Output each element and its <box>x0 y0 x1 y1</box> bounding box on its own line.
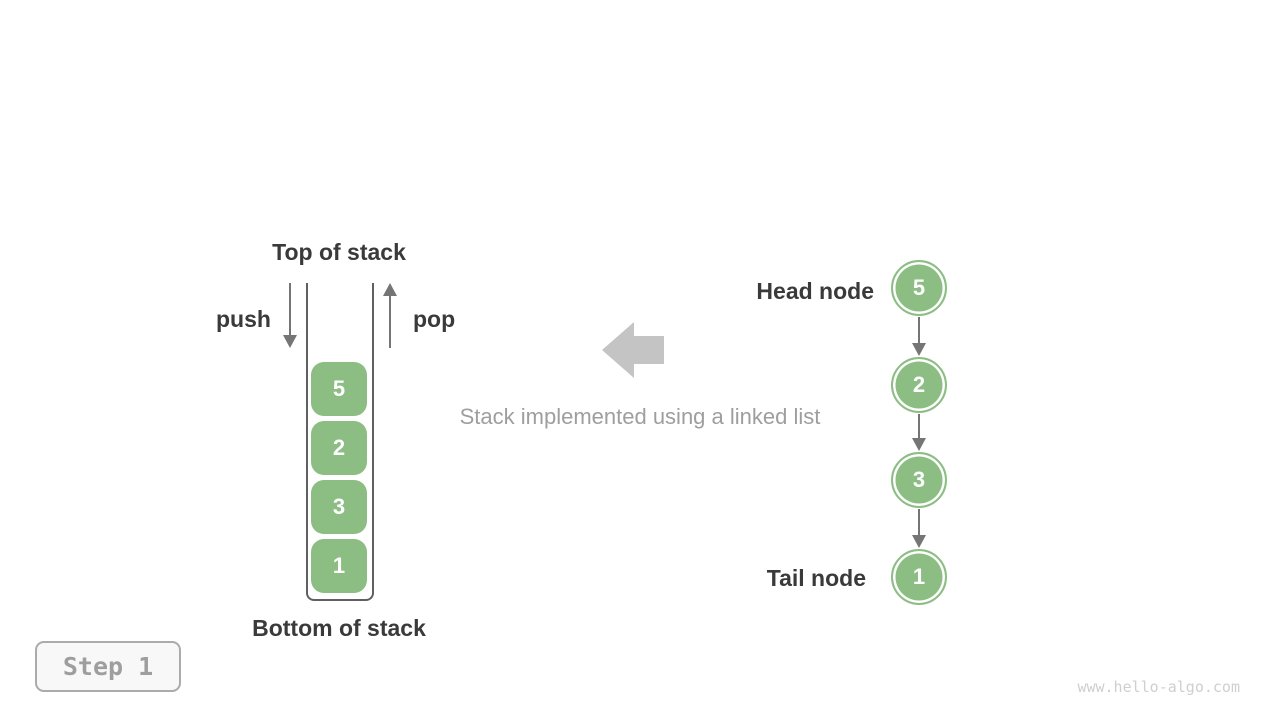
stack-item: 5 <box>311 362 367 416</box>
pop-arrow-shaft <box>389 294 391 348</box>
node-link-arrow-icon <box>912 414 926 451</box>
push-arrow-shaft <box>289 283 291 337</box>
linked-list-node: 1 <box>891 549 947 605</box>
linked-list-node: 3 <box>891 452 947 508</box>
node-link-shaft <box>918 414 920 442</box>
node-link-arrowhead-icon <box>912 343 926 356</box>
linked-list-node: 2 <box>891 357 947 413</box>
watermark-text: www.hello-algo.com <box>1077 678 1240 696</box>
pop-arrow-up-icon <box>383 283 397 348</box>
push-arrowhead-icon <box>283 335 297 348</box>
node-link-shaft <box>918 317 920 345</box>
node-link-arrowhead-icon <box>912 438 926 451</box>
tail-node-label: Tail node <box>766 565 866 591</box>
bottom-of-stack-label: Bottom of stack <box>252 615 426 641</box>
head-node-label: Head node <box>756 278 874 304</box>
node-link-arrowhead-icon <box>912 535 926 548</box>
block-arrow-left-icon <box>602 322 664 378</box>
diagram-caption: Stack implemented using a linked list <box>459 404 821 429</box>
stack-container <box>306 283 374 601</box>
node-link-shaft <box>918 509 920 537</box>
step-badge: Step 1 <box>35 641 181 692</box>
node-link-arrow-icon <box>912 509 926 548</box>
stack-item: 3 <box>311 480 367 534</box>
push-arrow-down-icon <box>283 283 297 348</box>
pop-label: pop <box>413 306 456 332</box>
top-of-stack-label: Top of stack <box>272 239 406 265</box>
stack-item: 1 <box>311 539 367 593</box>
node-link-arrow-icon <box>912 317 926 356</box>
pop-arrowhead-icon <box>383 283 397 296</box>
push-label: push <box>216 306 271 332</box>
linked-list-node: 5 <box>891 260 947 316</box>
stack-item: 2 <box>311 421 367 475</box>
